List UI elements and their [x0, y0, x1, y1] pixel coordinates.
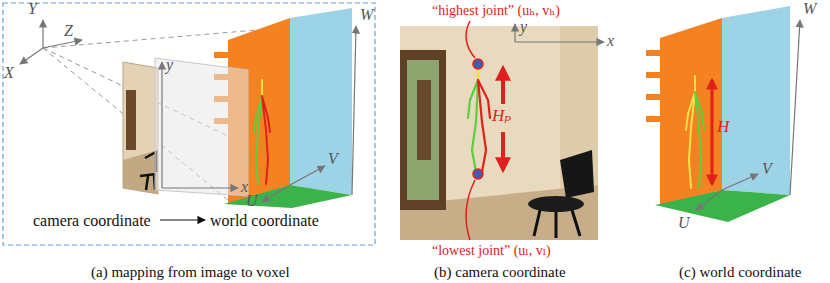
mapping-text: camera coordinate [33, 212, 151, 230]
axis-label: y [520, 18, 527, 36]
axis-label: W [803, 0, 816, 18]
blue-wall [722, 6, 790, 195]
skeleton-right [695, 92, 704, 188]
axis-label: W [360, 6, 373, 24]
voxel-tab [646, 50, 660, 56]
axis-label: V [328, 150, 338, 168]
axis-line [161, 62, 162, 188]
voxel-scene [646, 6, 790, 222]
image-axes [162, 62, 238, 188]
chair-seat [528, 196, 584, 212]
leader-line [466, 180, 475, 240]
axis-line [514, 24, 515, 42]
photo-chair [140, 152, 156, 190]
photo-doorway [407, 60, 439, 200]
input-photo [123, 62, 158, 194]
photo-far-door [417, 80, 431, 160]
subfigure-caption: (b) camera coordinate [434, 264, 566, 281]
axis-line [696, 190, 722, 210]
axis-label: V [762, 160, 772, 178]
photo-door [126, 90, 136, 150]
lowest-joint-dot [473, 169, 483, 179]
height-label: H [717, 118, 729, 137]
height-label: Hₚ [492, 107, 511, 126]
skeleton-neck [261, 80, 263, 96]
axis-line [722, 174, 758, 190]
axis-line [790, 20, 800, 195]
height-arrow [501, 68, 505, 104]
voxel-tab [646, 72, 660, 78]
highest-joint-dot [473, 59, 483, 69]
skeleton [686, 76, 704, 188]
axis-label: Z [64, 22, 73, 40]
world-axes [696, 20, 800, 210]
axis-line [262, 185, 290, 202]
mapping-arrow [160, 219, 205, 220]
skeleton-right [262, 96, 270, 184]
axis-line [515, 41, 604, 42]
skeleton-left [468, 80, 478, 172]
voxel-tab [646, 116, 660, 122]
axis-line [42, 20, 43, 48]
height-arrow [501, 132, 505, 170]
leader-line [466, 21, 475, 58]
green-floor [655, 190, 790, 222]
axis-line [290, 166, 325, 185]
room-photo [400, 26, 598, 240]
world-axes [262, 26, 356, 202]
axis-label: U [678, 214, 690, 232]
axis-label: x [607, 32, 614, 50]
chair-legs [534, 210, 580, 238]
camera-axes [515, 24, 604, 42]
orange-wall [660, 18, 722, 205]
skeleton-neck [694, 76, 696, 92]
skeleton [254, 80, 270, 184]
joint-callout: “lowest joint” (uₗ, vₗ) [432, 243, 551, 258]
axis-label: U [246, 192, 258, 210]
subfigure-caption: (a) mapping from image to voxel [91, 264, 290, 281]
axis-label: Y [28, 0, 37, 18]
photo-chair [528, 150, 594, 238]
camera-axes [20, 20, 82, 64]
axis-label: X [4, 64, 14, 82]
axis-line [20, 48, 43, 64]
axis-line [352, 26, 356, 195]
skeleton-left [686, 92, 695, 188]
chair-back [560, 150, 594, 198]
dashed-frame [3, 3, 375, 245]
axis-line [162, 187, 238, 188]
photo-door [400, 50, 446, 210]
height-arrow [711, 80, 714, 184]
blue-wall [290, 8, 352, 195]
joint-callout: “highest joint” (uₕ, vₕ) [432, 3, 560, 18]
subfigure-caption: (c) world coordinate [679, 264, 801, 281]
voxel-tab [646, 94, 660, 100]
mapping-text: world coordinate [210, 212, 319, 230]
image-plane [155, 58, 248, 196]
skeleton-left [254, 96, 262, 184]
axis-line [43, 40, 82, 48]
photo-floor [123, 150, 158, 194]
skeleton-right [478, 80, 490, 172]
skeleton [468, 66, 490, 172]
voxel-tab [214, 52, 228, 58]
axis-label: y [166, 56, 173, 74]
